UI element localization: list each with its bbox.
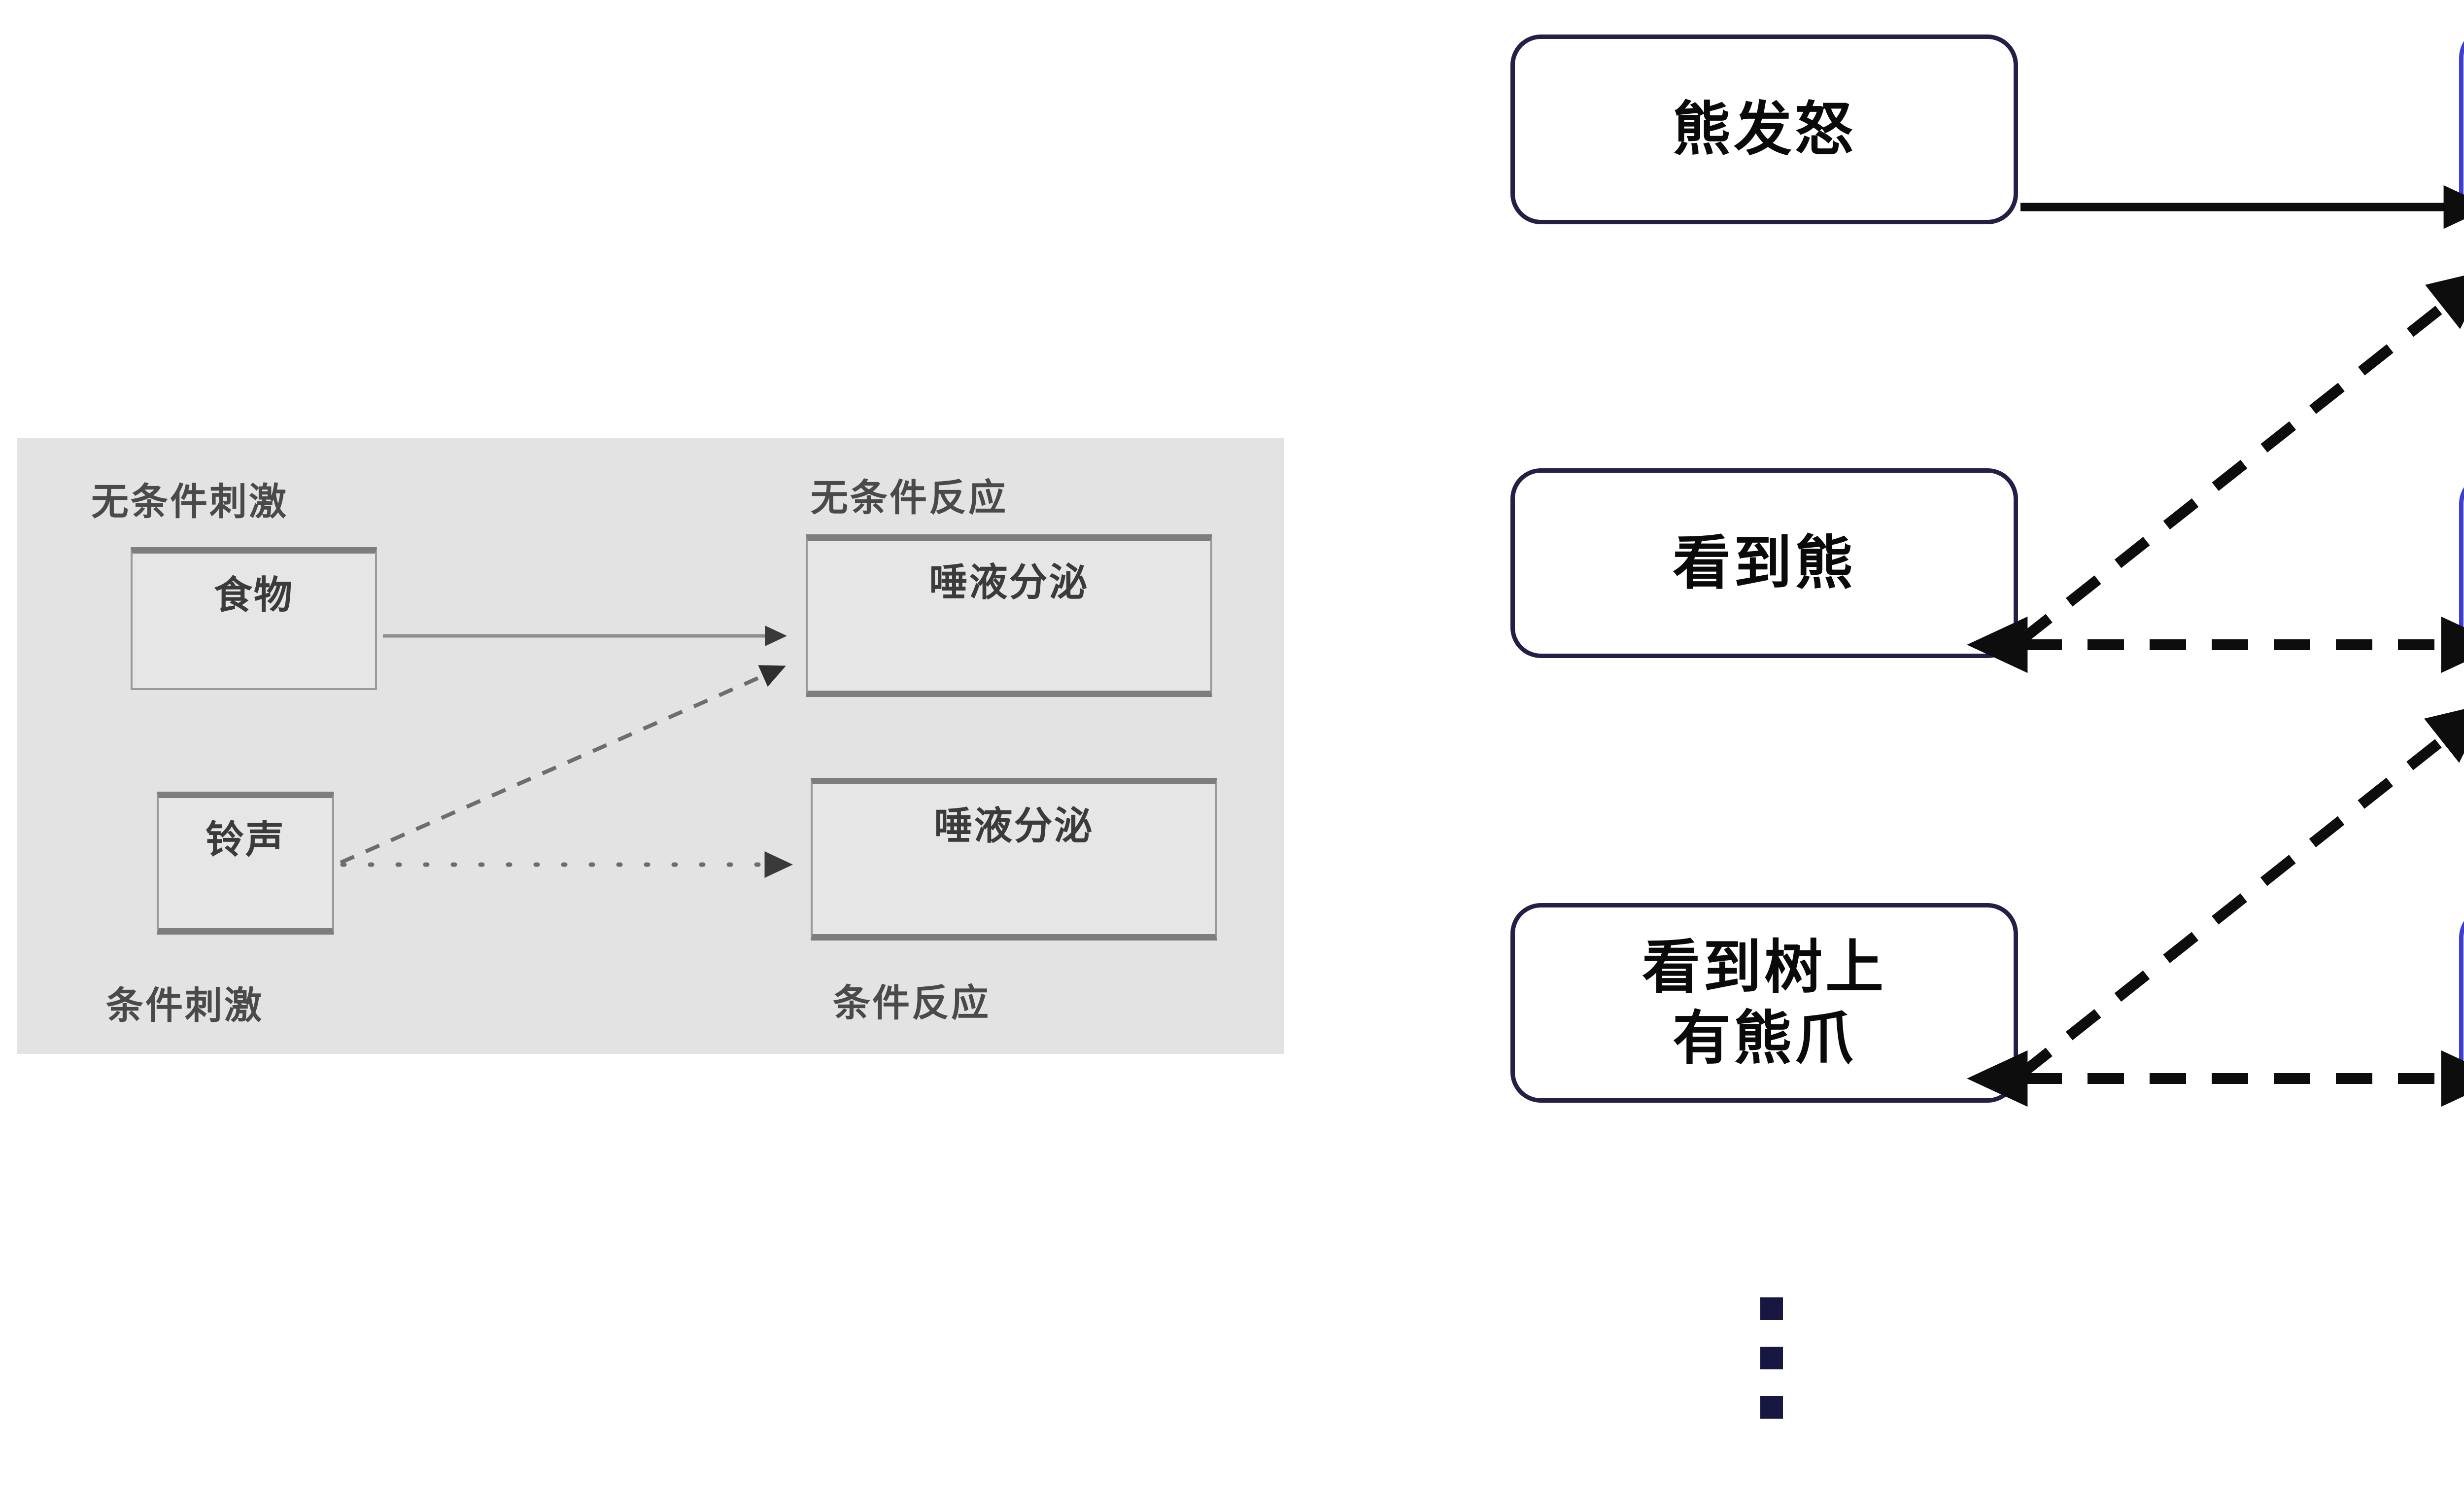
box-see-claw-line-2: 有熊爪 — [1672, 1004, 1856, 1072]
box-salivation-unconditioned: 唾液分泌 — [806, 534, 1212, 697]
box-see-bear-label: 看到熊 — [1672, 528, 1856, 597]
caption-conditioned-response: 条件反应 — [833, 981, 991, 1025]
box-value-next-state: V(s′) — [2459, 473, 2464, 670]
box-see-claw-on-tree: 看到树上 有熊爪 — [1510, 903, 2018, 1103]
box-food: 食物 — [131, 547, 377, 690]
caption-unconditioned-response: 无条件反应 — [811, 476, 1008, 520]
arrow-see-bear-to-reward — [2017, 269, 2464, 645]
box-see-claw-line-1: 看到树上 — [1642, 933, 1886, 1001]
box-bell: 铃声 — [157, 792, 334, 935]
box-bell-label: 铃声 — [205, 818, 285, 862]
classical-conditioning-arrows — [340, 626, 793, 878]
box-value-state: V(s) — [2459, 907, 2464, 1104]
ellipsis-dot — [1760, 1297, 1783, 1320]
classical-conditioning-panel: 无条件刺激 无条件反应 条件刺激 条件反应 食物 铃声 唾液分泌 唾液分泌 — [17, 438, 1284, 1054]
caption-unconditioned-stimulus: 无条件刺激 — [91, 480, 288, 523]
box-salivation-conditioned-label: 唾液分泌 — [934, 804, 1094, 848]
arrow-bell-to-salivation-top — [340, 665, 786, 865]
box-bear-angry-label: 熊发怒 — [1672, 95, 1856, 163]
vertical-ellipsis-left — [1760, 1297, 1783, 1445]
box-see-bear: 看到熊 — [1510, 468, 2018, 658]
box-food-label: 食物 — [213, 573, 294, 618]
box-bear-angry: 熊发怒 — [1510, 35, 2018, 224]
arrow-see-claw-to-value-next-state — [2017, 703, 2464, 1079]
caption-conditioned-stimulus: 条件刺激 — [106, 983, 264, 1027]
ellipsis-dot — [1760, 1396, 1783, 1419]
box-salivation-conditioned: 唾液分泌 — [811, 778, 1217, 941]
box-reward: 奖励 — [2459, 27, 2464, 222]
ellipsis-dot — [1760, 1347, 1783, 1369]
box-salivation-unconditioned-label: 唾液分泌 — [929, 560, 1089, 605]
box-see-claw-on-tree-label: 看到树上 有熊爪 — [1642, 932, 1886, 1074]
